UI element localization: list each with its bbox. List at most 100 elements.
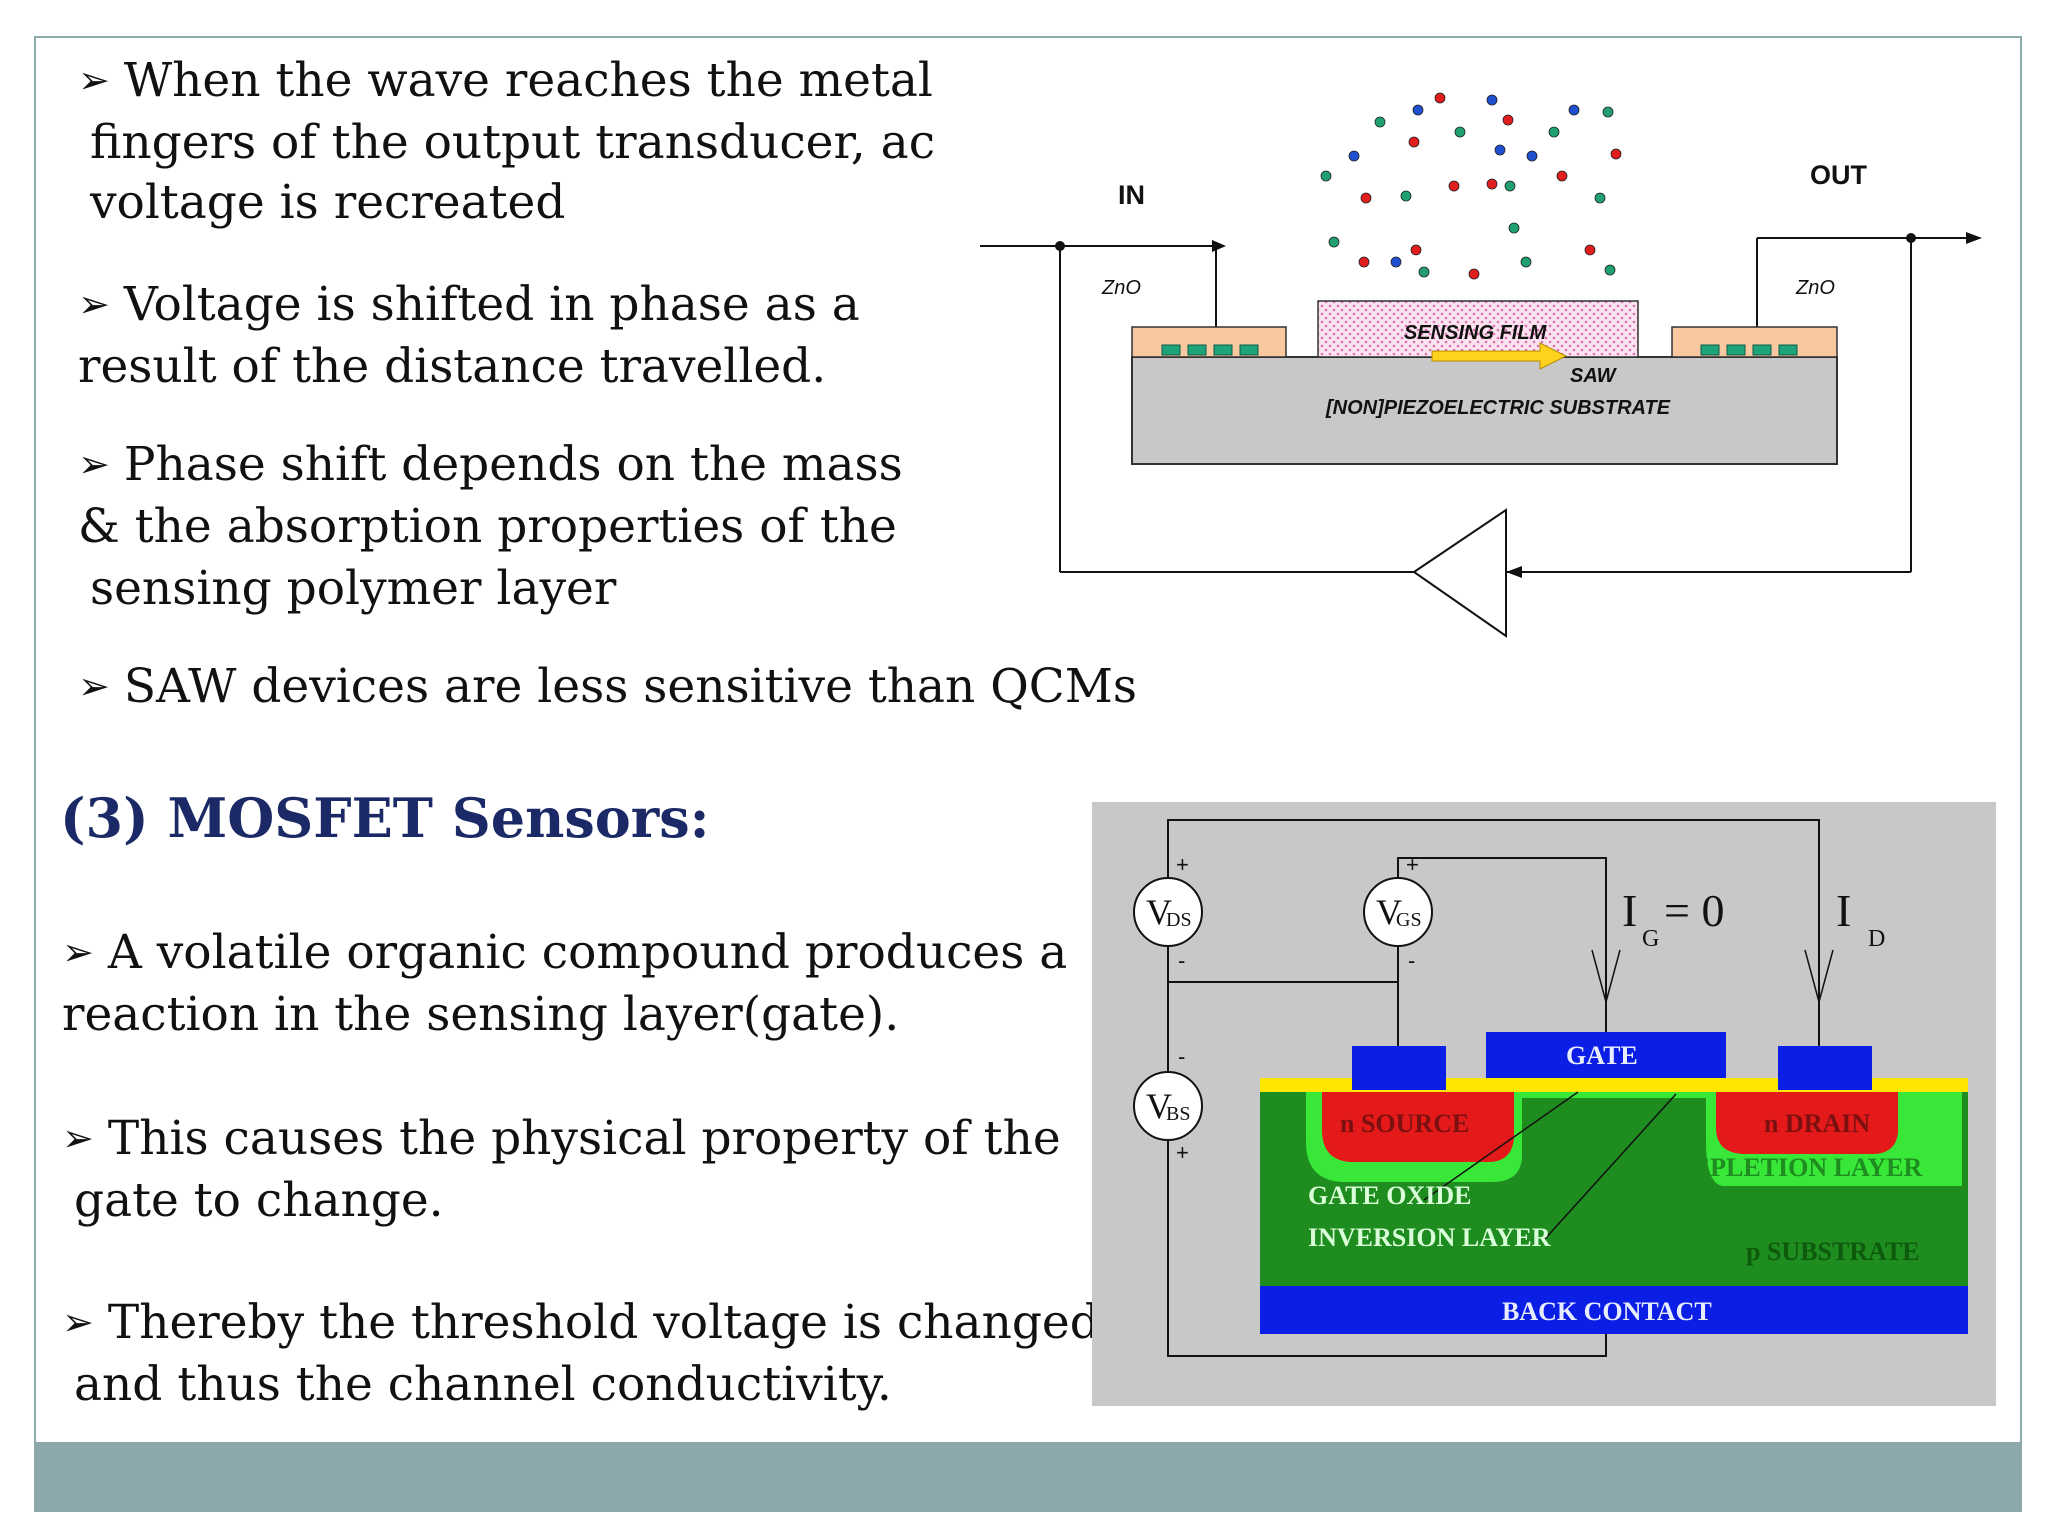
gas-molecule [1604,264,1616,276]
n-source-region [1322,1092,1514,1162]
saw-arrow-icon [1431,342,1568,370]
output-arrow-icon [1966,232,1982,244]
zno-left-label: ZnO [1101,277,1141,299]
gas-molecule [1418,266,1430,278]
saw-bullet-1-line-2: fingers of the output transducer, ac [90,115,936,170]
gas-molecule [1548,126,1560,138]
id-arrow-icon [1804,949,1834,1005]
gas-molecule [1520,256,1532,268]
ig-main: I [1622,885,1637,936]
gas-molecule [1410,244,1422,256]
drain-wire [1167,819,1820,1046]
zno-right-label: ZnO [1795,277,1835,299]
zno-pad-left [1131,326,1287,358]
gas-molecule [1434,92,1446,104]
mosfet-bullet-1-line-2: reaction in the sensing layer(gate). [62,987,900,1042]
vds-main: V [1146,892,1172,932]
in-label: IN [1118,180,1145,210]
gas-molecule [1594,192,1606,204]
mosfet-sensor-diagram: V DS + - V GS + - V BS - + I G = 0 I D G… [1092,802,1996,1406]
vgs-sub: GS [1396,909,1422,931]
gas-molecule [1348,150,1360,162]
mosfet-bullet-2-line-1: ➢This causes the physical property of th… [62,1108,1061,1169]
gas-molecule [1556,170,1568,182]
vgs-plus: + [1406,852,1419,877]
gas-molecule [1328,236,1340,248]
arrow-bullet-icon: ➢ [62,930,94,974]
gas-molecule [1468,268,1480,280]
vds-minus: - [1178,948,1185,973]
gas-molecule [1360,192,1372,204]
idt-electrode [1161,344,1181,356]
out-label: OUT [1810,160,1868,190]
gate-wire [1397,857,1607,1032]
gate-oxide-pointer [1423,1091,1579,1201]
gas-molecule [1454,126,1466,138]
input-junction [1055,241,1065,251]
ig-sub: G [1642,926,1659,952]
gas-molecule [1486,178,1498,190]
gas-molecule [1486,94,1498,106]
ig-value: = 0 [1664,885,1724,936]
amplifier-icon [1412,508,1507,638]
gas-molecule [1584,244,1596,256]
gas-molecule [1602,106,1614,118]
substrate-label: p SUBSTRATE [1746,1237,1920,1266]
arrow-bullet-icon: ➢ [62,1116,94,1160]
gas-molecule [1502,114,1514,126]
vbs-main: V [1146,1086,1172,1126]
gas-molecule [1390,256,1402,268]
inversion-layer-pointer [1543,1093,1677,1241]
arrow-bullet-icon: ➢ [78,664,110,708]
idt-electrode [1778,344,1798,356]
arrow-bullet-icon: ➢ [78,58,110,102]
source-contact [1352,1046,1446,1090]
inversion-label: INVERSION LAYER [1308,1223,1551,1252]
saw-label: SAW [1570,365,1618,387]
gate-oxide-label: GATE OXIDE [1308,1181,1472,1210]
substrate-block [1131,356,1838,465]
arrow-bullet-icon: ➢ [62,1300,94,1344]
vds-plus: + [1176,852,1189,877]
id-sub: D [1868,926,1885,952]
vds-sub: DS [1166,909,1192,931]
vds-meter: V DS + - [1133,852,1203,973]
saw-sensor-diagram: IN OUT ZnO ZnO SENSING FILM SAW [NON]PIE… [980,92,1982,638]
input-arrow-icon [1212,240,1226,252]
mosfet-bullet-3-line-2: and thus the channel conductivity. [74,1357,892,1412]
vbs-meter: V BS - + [1133,1044,1203,1165]
footer-bar [34,1442,2022,1512]
saw-bullet-3-line-1: ➢Phase shift depends on the mass [78,434,903,495]
mosfet-bullet-2-line-2: gate to change. [74,1173,444,1228]
vgs-minus: - [1408,948,1415,973]
ig-arrow-icon [1591,949,1621,1005]
vbs-sub: BS [1166,1103,1190,1125]
idt-electrode [1700,344,1720,356]
gas-molecule [1568,104,1580,116]
arrow-bullet-icon: ➢ [78,282,110,326]
saw-bullet-4-line-1: ➢SAW devices are less sensitive than QCM… [78,656,1137,717]
sensing-film [1317,300,1639,358]
idt-electrode [1752,344,1772,356]
vbs-plus: + [1176,1140,1189,1165]
drain-label: n DRAIN [1764,1109,1870,1138]
saw-bullet-2-line-2: result of the distance travelled. [78,339,827,394]
gas-molecule [1408,136,1420,148]
idt-electrode [1187,344,1207,356]
inversion-layer [1490,1092,1726,1098]
saw-bullet-1-line-3: voltage is recreated [90,175,566,230]
amplifier-input-arrow-icon [1506,566,1522,578]
vgs-meter: V GS + - [1363,852,1433,973]
source-wire [1167,930,1399,1046]
drain-contact [1778,1046,1872,1090]
back-contact-wire [1167,1124,1607,1357]
gas-molecule [1526,150,1538,162]
sensing-film-label: SENSING FILM [1404,322,1548,344]
vgs-main: V [1376,892,1402,932]
gas-molecule [1374,116,1386,128]
n-drain-region [1716,1092,1898,1154]
gas-molecule [1504,180,1516,192]
id-main: I [1836,885,1851,936]
saw-bullet-3-line-3: sensing polymer layer [90,561,617,616]
gate-label: GATE [1566,1041,1638,1070]
